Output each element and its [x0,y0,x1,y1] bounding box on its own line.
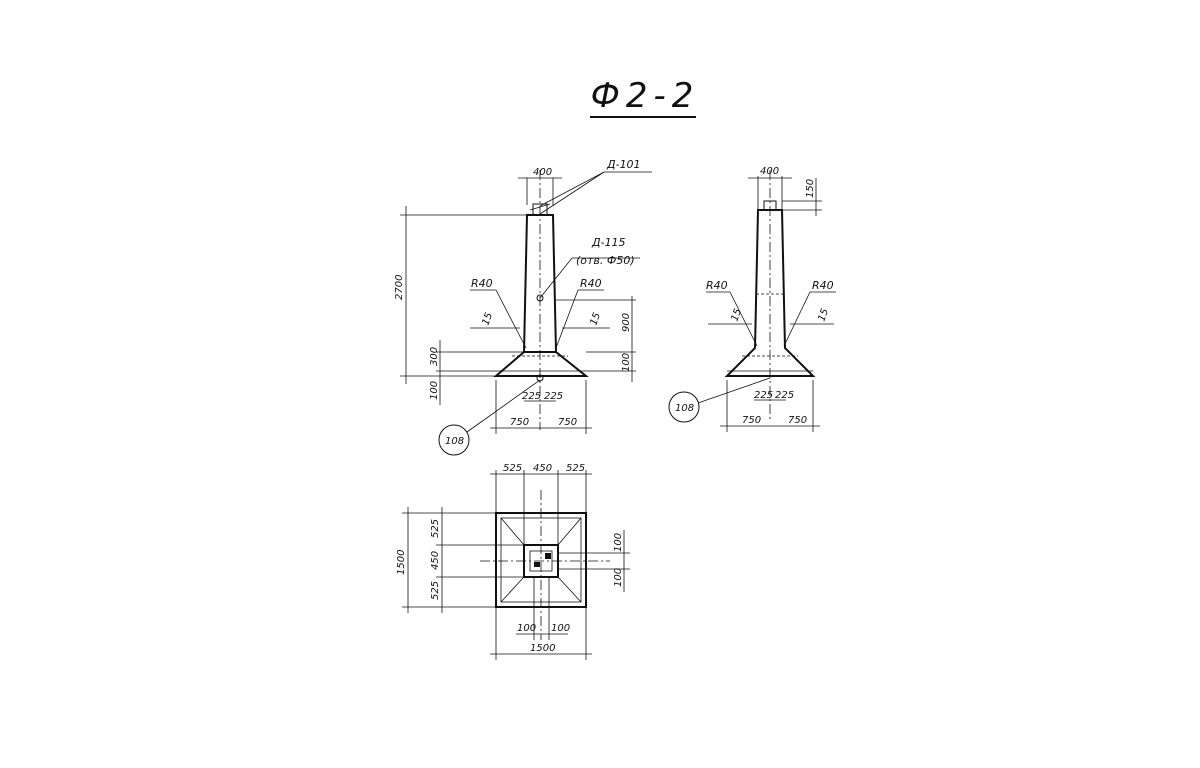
front-mark-hole-note: (отв. Ф50) [576,254,635,267]
front-top-embed-hatch [529,203,551,211]
front-haunch-height-label: 300 [429,347,440,366]
front-slope-height-label: 900 [621,313,632,332]
side-offset-right-label: 15 [816,307,831,323]
side-top-height-label: 150 [805,179,816,198]
drawing-title: Ф2-2 [590,76,700,116]
plan-diagonal [557,517,582,546]
front-radius-left-label: R40 [471,277,493,290]
front-plate-lower-label: 100 [429,381,440,400]
leader-line [539,171,605,215]
front-half-base-left-label: 750 [510,417,529,428]
plan-left-dim-1: 525 [430,519,441,538]
front-mark-top-label: Д-101 [606,158,641,171]
side-top-embed [763,200,777,211]
front-radius-right-label: R40 [580,277,602,290]
front-node-ref-label: 108 [445,436,464,447]
plan-view: 525 450 525 1500 525 450 525 100 100 [396,463,630,660]
side-hole-offset-right-label: 225 [775,390,794,401]
side-half-base-left-label: 750 [742,415,761,426]
front-plate-upper-label: 100 [621,353,632,372]
side-offset-left-label: 15 [729,307,744,323]
front-hole-marker [536,294,544,302]
side-hole-offset-left-label: 225 [754,390,773,401]
plan-top-dim-2: 450 [533,463,552,474]
side-node-ref-label: 108 [675,403,694,414]
front-half-base-right-label: 750 [558,417,577,428]
leader-line [706,291,758,347]
side-half-base-right-label: 750 [788,415,807,426]
side-node-ref-circle [668,391,700,423]
front-offset-right-label: 15 [588,311,603,327]
leader-line [470,289,527,349]
plan-overall-height-label: 1500 [396,550,407,575]
plan-overall-width-label: 1500 [530,643,555,654]
front-offset-left-label: 15 [480,311,495,327]
leader-line [466,379,541,433]
plan-diagonal [500,576,525,603]
plan-right-upper-label: 100 [613,533,624,552]
plan-bottom-right-label: 100 [551,623,570,634]
title-underline [590,116,696,118]
side-top-width-label: 400 [760,166,779,177]
front-hole-offset-left-label: 225 [522,391,541,402]
leader-line [783,291,836,347]
front-top-width-label: 400 [533,167,552,178]
leader-line [697,377,771,404]
front-hole-offset-right-label: 225 [544,391,563,402]
plan-embed-bottom [534,562,540,567]
plan-right-lower-label: 100 [613,568,624,587]
front-base-hole-marker [536,374,544,382]
plan-left-dim-2: 450 [430,551,441,570]
plan-diagonal [557,576,582,603]
leader-line [539,257,640,299]
plan-top-dim-1: 525 [503,463,522,474]
plan-diagonal [500,517,525,546]
plan-embed-top [545,553,551,559]
plan-top-dim-3: 525 [566,463,585,474]
side-radius-left-label: R40 [706,279,728,292]
side-radius-right-label: R40 [812,279,834,292]
front-mark-hole-label: Д-115 [591,236,626,249]
leader-line [555,289,604,349]
front-node-ref-circle [438,424,470,456]
front-view: 400 Д-101 Д-115 (отв. Ф50) 2700 300 100 [394,158,652,456]
plan-bottom-left-label: 100 [517,623,536,634]
front-total-height-label: 2700 [394,275,405,300]
side-view: 400 150 R40 R40 15 15 225 225 750 [668,166,836,432]
plan-left-dim-3: 525 [430,581,441,600]
